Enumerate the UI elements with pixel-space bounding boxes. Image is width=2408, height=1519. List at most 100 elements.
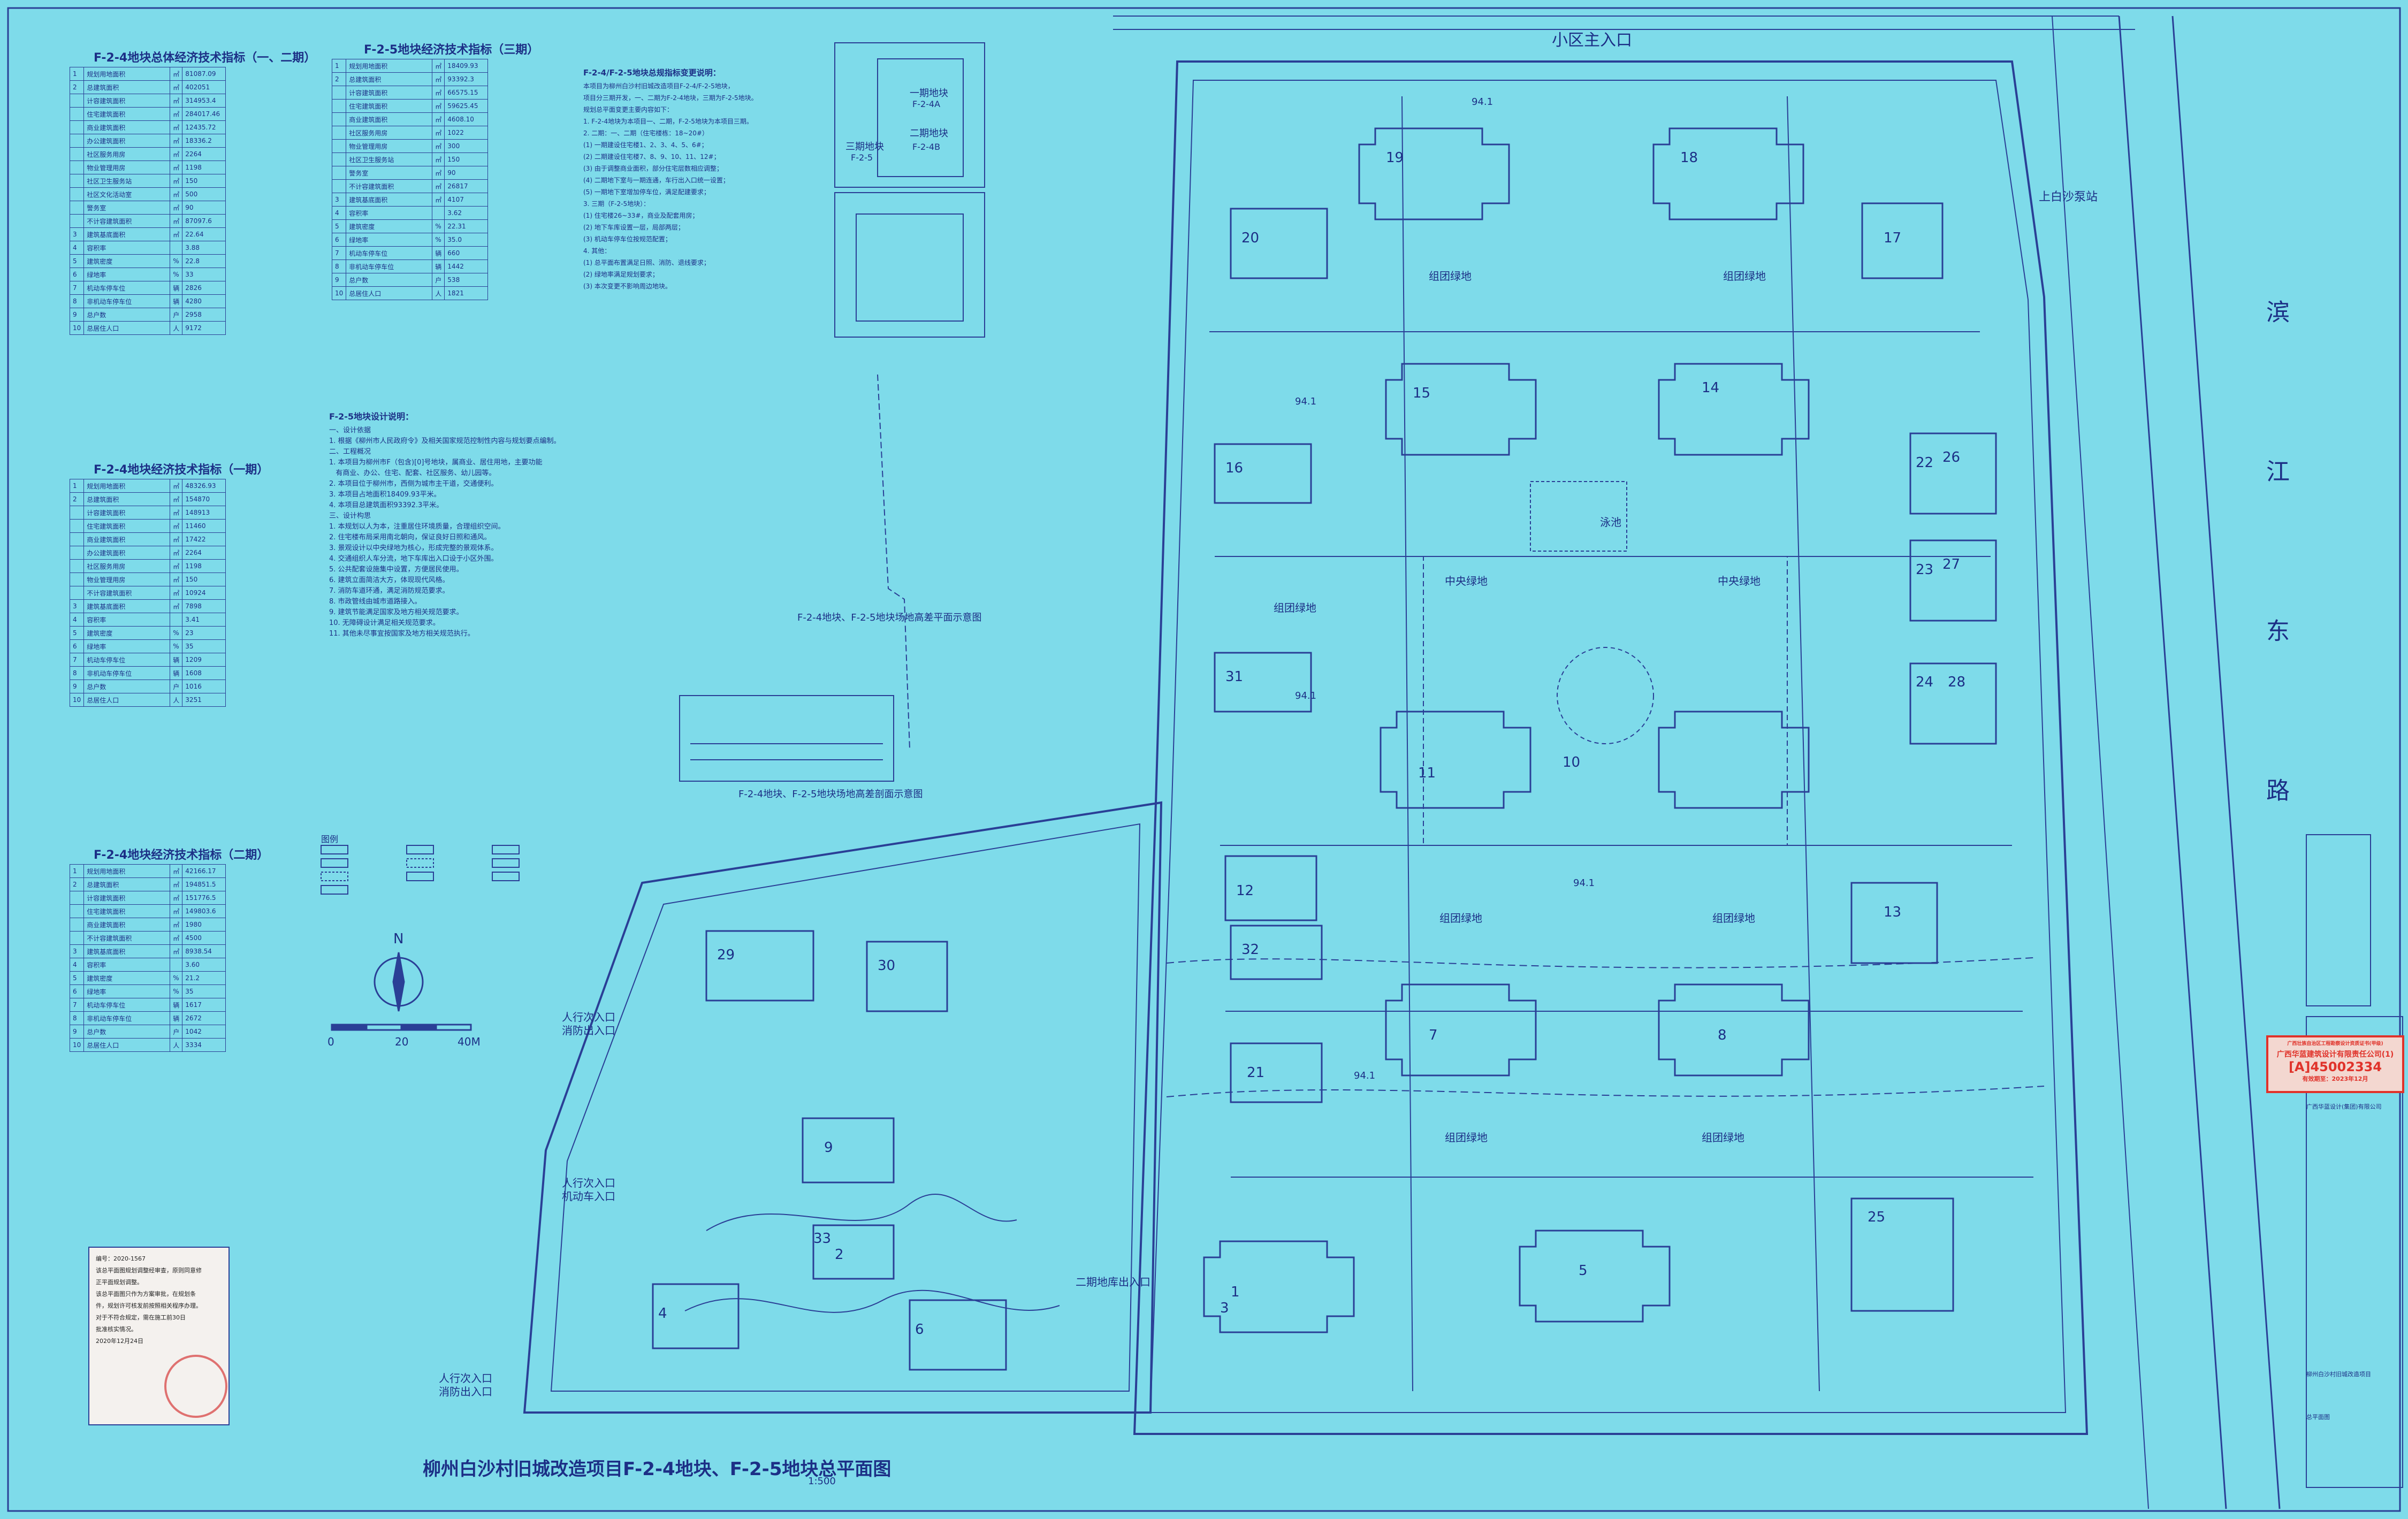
table-cell [69,147,85,161]
table-cell: 3.41 [182,613,226,627]
table-cell: 23 [182,626,226,640]
table-cell: 7 [331,246,347,260]
main-entrance-label: 小区主入口 [1552,31,1632,50]
building-number: 31 [1225,669,1244,685]
table-cell: 容积率 [83,958,171,972]
table-cell: 物业管理用房 [83,573,171,586]
table-3-title: F-2-4地块经济技术指标（二期） [94,849,269,862]
table-cell: ㎡ [170,94,183,108]
table-cell: ㎡ [432,152,445,166]
green-5: 组团绿地 [1712,912,1755,925]
table-cell: 33 [182,268,226,281]
table-cell: 物业管理用房 [83,161,171,174]
table-cell: ㎡ [170,586,183,600]
table-cell: 5 [69,971,85,985]
table-cell: 非机动车停车位 [83,1011,171,1025]
table-cell: 8 [69,666,85,680]
table-cell: 辆 [170,294,183,308]
table-cell: 机动车停车位 [346,246,433,260]
fire-entrance-1: 消防出入口 [562,1024,615,1037]
table-cell: 警务室 [346,166,433,180]
building-number: 15 [1413,385,1431,401]
table-cell: 辆 [170,998,183,1012]
phase2-entrance: 二期地库出入口 [1076,1276,1150,1288]
table-cell [331,86,347,100]
table-cell [69,931,85,945]
table-cell: ㎡ [170,546,183,560]
table-cell: 22.8 [182,254,226,268]
table-cell: 绿地率 [83,984,171,998]
table-cell: 151776.5 [182,891,226,905]
building-number: 24 [1916,674,1934,690]
table-1-title: F-2-4地块总体经济技术指标（一、二期） [94,51,316,65]
table-cell: 办公建筑面积 [83,546,171,560]
table-cell: 4500 [182,931,226,945]
table-cell: ㎡ [170,120,183,134]
table-cell: 2958 [182,308,226,322]
table-cell: 2 [69,80,85,94]
table-cell: 3251 [182,693,226,707]
table-cell: 物业管理用房 [346,139,433,153]
table-cell: 住宅建筑面积 [83,107,171,121]
central-green-right: 中央绿地 [1718,575,1761,587]
building-number: 13 [1884,904,1902,920]
table-cell: 1 [69,864,85,878]
building-number: 23 [1916,562,1934,578]
green-3: 组团绿地 [1274,601,1316,614]
table-cell [170,241,183,255]
table-cell: 402051 [182,80,226,94]
table-cell: 1 [69,67,85,81]
table-cell: 538 [444,273,489,287]
building-number: 14 [1702,380,1720,396]
table-cell: ㎡ [170,67,183,81]
table-cell: 9172 [182,321,226,335]
table-cell: 1 [331,59,347,73]
table-cell: 住宅建筑面积 [83,904,171,918]
green-7: 组团绿地 [1702,1131,1744,1144]
table-cell: 2672 [182,1011,226,1025]
approval-stamp-text: 编号：2020-1567 该总平面图规划调整经审查，原则同意修 正平面规划调整。… [96,1255,202,1345]
building-number: 3 [1220,1300,1229,1316]
table-cell: 6 [69,639,85,653]
table-cell [331,179,347,193]
table-cell: ㎡ [170,147,183,161]
table-cell [69,918,85,932]
building-number: 33 [813,1231,832,1247]
table-cell: 辆 [170,281,183,295]
table-cell [69,187,85,201]
section-title-elevation: F-2-4地块、F-2-5地块场地高差剖面示意图 [738,789,923,800]
table-cell: 人 [432,286,445,300]
table-cell [331,112,347,126]
table-cell: 500 [182,187,226,201]
table-cell: ㎡ [170,107,183,121]
table-cell: 7 [69,998,85,1012]
table-cell: 6 [69,268,85,281]
table-cell: ㎡ [170,904,183,918]
table-cell: 93392.3 [444,72,489,86]
table-cell: 总建筑面积 [83,877,171,891]
table-cell: 4 [69,613,85,627]
table-cell: ㎡ [432,86,445,100]
table-cell: 2264 [182,546,226,560]
